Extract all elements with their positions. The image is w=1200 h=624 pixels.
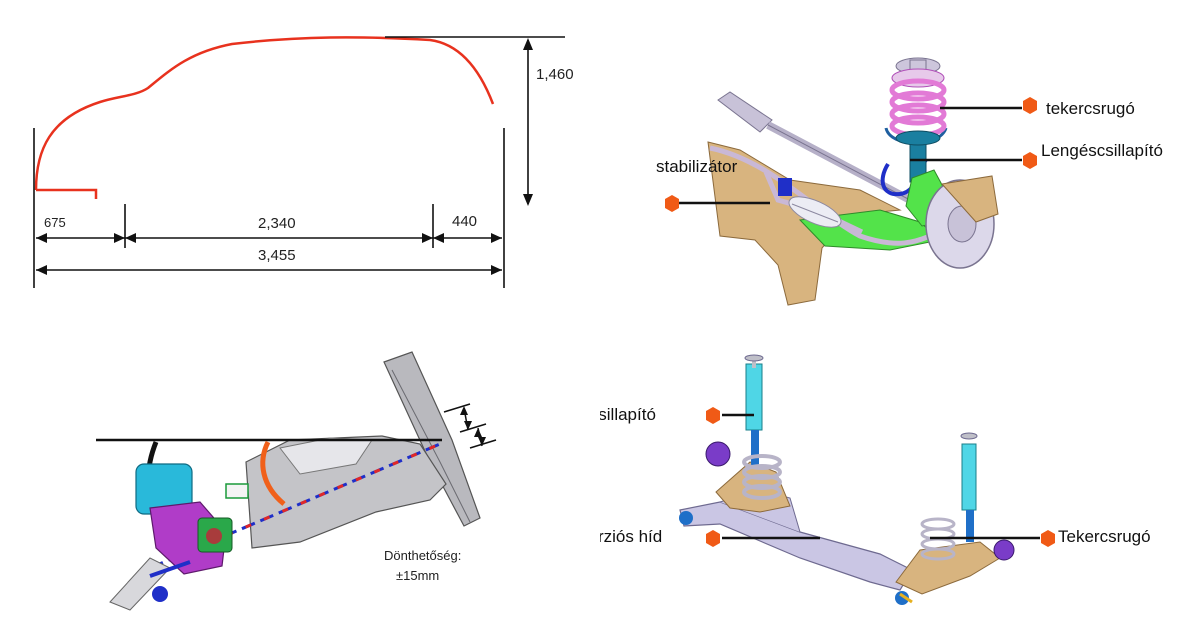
steering-column-diagram: Dönthetőség: ±15mm	[96, 351, 497, 611]
intermediate-shaft	[109, 557, 191, 611]
total-length-value: 3,455	[258, 247, 296, 264]
shock-absorber-label: Lengéscsillapító	[1041, 141, 1163, 160]
rear-suspension-diagram: Lengéscsillapító Torziós híd Tekercsrugó	[600, 354, 1151, 605]
torsion-beam-label: Torziós híd	[600, 527, 662, 546]
rear-shock-left	[744, 354, 764, 466]
rear-coil-spring-label: Tekercsrugó	[1058, 527, 1151, 546]
tilt-arc	[260, 440, 286, 506]
front-coil-spring	[889, 57, 947, 146]
car-underbody-line	[36, 188, 98, 199]
callout-marker-icon	[706, 530, 720, 547]
vehicle-dimension-drawing: 1,460 675 2,340 440 3,455	[33, 36, 574, 288]
rear-shock-right	[960, 432, 978, 542]
eps-motor	[135, 463, 233, 575]
tilt-range-arrows	[443, 403, 497, 449]
callout-marker-icon	[706, 407, 720, 424]
tilt-value: ±15mm	[396, 568, 439, 583]
stabilizer-bar	[709, 145, 931, 246]
wheelbase-value: 2,340	[258, 215, 296, 232]
car-profile-outline	[34, 36, 495, 191]
front-suspension-diagram: tekercsrugó Lengéscsillapító stabilizáto…	[656, 57, 1163, 306]
front-overhang-value: 675	[44, 215, 66, 230]
rear-hub-right	[993, 539, 1015, 561]
callout-marker-icon	[1023, 152, 1037, 169]
tilt-label: Dönthetőség:	[384, 548, 461, 563]
callout-marker-icon	[665, 195, 679, 212]
stabilizer-label: stabilizátor	[656, 157, 738, 176]
height-value: 1,460	[536, 66, 574, 83]
rear-shock-absorber-label: Lengéscsillapító	[600, 405, 656, 424]
brake-disc	[925, 175, 999, 269]
torsion-beam	[679, 501, 913, 591]
rear-coil-spring-left	[742, 454, 782, 500]
callout-marker-icon	[1041, 530, 1055, 547]
steering-rack	[788, 196, 842, 228]
coil-spring-label: tekercsrugó	[1046, 99, 1135, 118]
callout-marker-icon	[1023, 97, 1037, 114]
rear-overhang-value: 440	[452, 213, 477, 230]
rear-hub-left	[705, 441, 731, 467]
